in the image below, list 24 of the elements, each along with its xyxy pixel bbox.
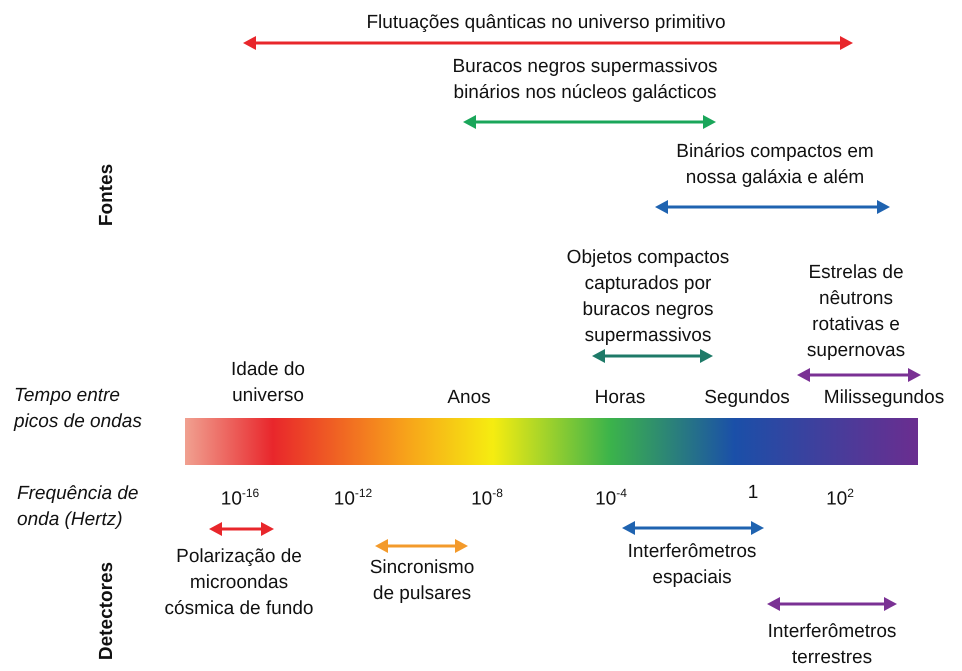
axis-label: Tempo entre picos de ondas	[14, 384, 143, 434]
time-label: Idade do universo	[230, 358, 306, 408]
time-label: Milissegundos	[822, 386, 946, 410]
detector-label: Interferômetros espaciais	[626, 540, 758, 590]
tick-label: 10$^{2}$	[825, 485, 855, 512]
source-label: Objetos compactos capturados por buracos negros supermassivos	[566, 246, 730, 348]
tick-label: 10$^{-16}$	[220, 485, 260, 512]
tick-label: 1	[746, 481, 760, 505]
source-label: Buracos negros supermassivos binários nos núcleos galácticos	[451, 55, 719, 105]
axis-label: Frequência de onda (Hertz)	[17, 482, 140, 532]
source-label: Binários compactos em nossa galáxia e além	[675, 140, 875, 190]
source-label: Estrelas de nêutrons rotativas e supernovas	[806, 261, 906, 363]
time-label: Horas	[594, 386, 646, 410]
tick-label: 10$^{-8}$	[470, 485, 504, 512]
axis-heading: Detectores	[95, 560, 118, 662]
detector-label: Polarização de microondas cósmica de fundo	[164, 545, 314, 621]
time-label: Segundos	[703, 386, 791, 410]
tick-label: 10$^{-4}$	[594, 485, 628, 512]
detector-label: Interferômetros terrestres	[766, 620, 898, 670]
source-label: Flutuações quânticas no universo primitivo	[365, 11, 727, 35]
axis-heading: Fontes	[95, 162, 118, 228]
detector-label: Sincronismo de pulsares	[368, 556, 476, 606]
time-label: Anos	[446, 386, 492, 410]
tick-label: 10$^{-12}$	[332, 485, 374, 512]
